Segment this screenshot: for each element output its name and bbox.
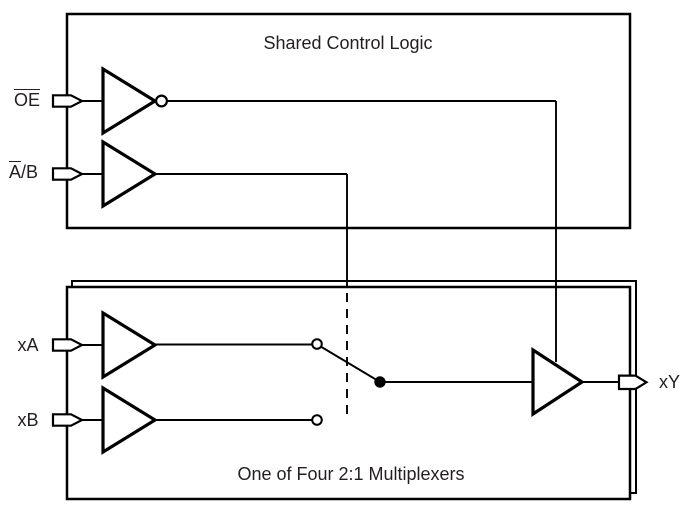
xb-signal-label: xB: [17, 410, 39, 430]
oe-inverter-icon: [101, 66, 169, 136]
ab-input-pin-icon: [51, 167, 85, 181]
output-buffer-icon: [531, 347, 585, 417]
xy-output-pin-icon: [617, 374, 649, 391]
control-block-title: Shared Control Logic: [263, 33, 433, 53]
switch-contact-a-icon: [311, 338, 323, 350]
mux-block-caption: One of Four 2:1 Multiplexers: [237, 464, 465, 484]
control-block-box: [65, 12, 632, 230]
xa-buffer-icon: [101, 310, 159, 380]
oe-input-pin-icon: [51, 94, 85, 108]
ab-overlined-text: A: [9, 161, 22, 182]
xy-signal-label: xY: [659, 372, 681, 392]
xa-signal-label: xA: [17, 335, 39, 355]
xb-buffer-icon: [101, 385, 159, 455]
ab-buffer-icon: [101, 139, 159, 209]
ab-wire: [82, 173, 348, 421]
switch-contact-b-icon: [311, 414, 323, 426]
mux-switch-icon: [311, 338, 386, 426]
xb-input-pin-icon: [51, 413, 85, 427]
switch-blade: [321, 346, 381, 383]
oe-signal-label: OE: [4, 89, 40, 111]
ab-signal-label: A/B: [9, 161, 38, 183]
xa-input-pin-icon: [51, 338, 85, 352]
switch-common-node-icon: [374, 376, 386, 388]
ab-rest-text: /B: [21, 162, 39, 182]
xa-wire: [82, 343, 312, 346]
oe-overlined-text: OE: [13, 89, 40, 110]
oe-wire: [82, 100, 557, 362]
inverter-bubble-icon: [155, 94, 169, 108]
